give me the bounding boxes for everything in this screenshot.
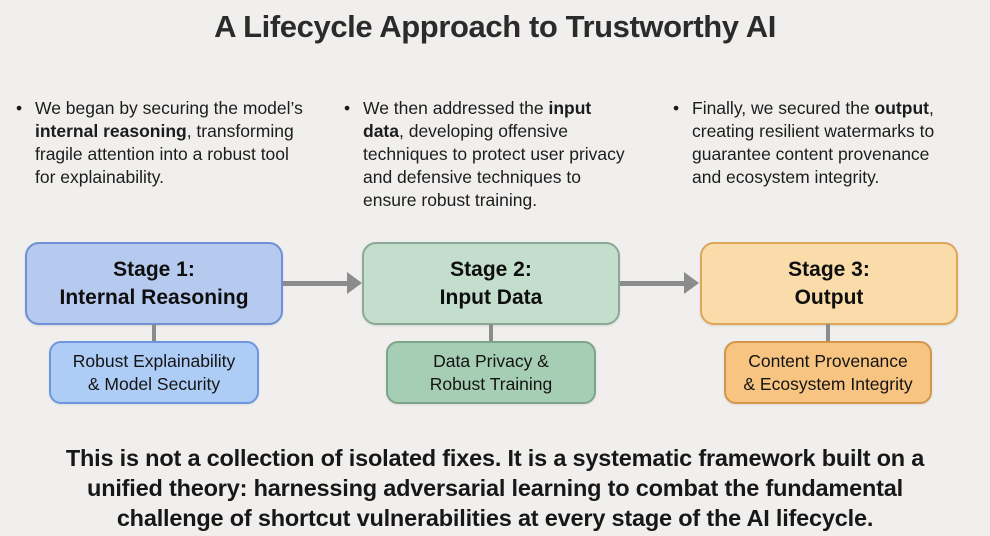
bullet-icon: • bbox=[16, 98, 23, 118]
stage2-box: Stage 2: Input Data bbox=[362, 242, 620, 325]
arrow-right-icon bbox=[684, 272, 699, 294]
bullet-text: Finally, we secured the output, creating… bbox=[692, 98, 935, 187]
stage1-sub-label-line1: Robust Explainability bbox=[72, 351, 236, 372]
stage1-label-line2: Internal Reasoning bbox=[59, 285, 249, 309]
connector-stage1 bbox=[152, 324, 156, 342]
stage2-sub-label-line2: Robust Training bbox=[429, 373, 553, 394]
stage3-sub-label-line1: Content Provenance bbox=[748, 351, 908, 372]
footer-line: challenge of shortcut vulnerabilities at… bbox=[116, 504, 874, 531]
footer-statement: This is not a collection of isolated fix… bbox=[0, 444, 990, 534]
bullet-item-input-data: • We then addressed the input data, deve… bbox=[344, 97, 636, 212]
stage3-sub-box: Content Provenance & Ecosystem Integrity bbox=[724, 341, 932, 404]
stage3-box: Stage 3: Output bbox=[700, 242, 958, 325]
footer-line: This is not a collection of isolated fix… bbox=[65, 445, 925, 471]
bullet-icon: • bbox=[344, 98, 351, 118]
stage1-box: Stage 1: Internal Reasoning bbox=[25, 242, 283, 325]
bullet-item-output: • Finally, we secured the output, creati… bbox=[673, 97, 951, 189]
bullet-icon: • bbox=[673, 98, 680, 118]
stage2-sub-label-line1: Data Privacy & bbox=[433, 351, 549, 372]
stage2-label-line2: Input Data bbox=[439, 285, 543, 309]
page-title: A Lifecycle Approach to Trustworthy AI bbox=[214, 9, 776, 44]
bullet-text: We began by securing the model’s interna… bbox=[35, 98, 303, 187]
bullet-item-internal-reasoning: • We began by securing the model’s inter… bbox=[16, 97, 303, 189]
footer-line: unified theory: harnessing adversarial l… bbox=[87, 474, 903, 501]
connector-stage2 bbox=[489, 324, 493, 342]
arrow-right-icon bbox=[347, 272, 362, 294]
stage1-sub-box: Robust Explainability & Model Security bbox=[49, 341, 259, 404]
stage1-sub-label-line2: & Model Security bbox=[87, 373, 221, 394]
arrow-stage2-to-stage3-line bbox=[620, 281, 684, 286]
stage3-label-line2: Output bbox=[794, 285, 864, 309]
arrow-stage1-to-stage2-line bbox=[283, 281, 347, 286]
stage3-label-line1: Stage 3: bbox=[788, 258, 870, 282]
stage3-sub-label-line2: & Ecosystem Integrity bbox=[743, 373, 913, 394]
stage1-label-line1: Stage 1: bbox=[113, 258, 195, 282]
connector-stage3 bbox=[826, 324, 830, 342]
stage2-label-line1: Stage 2: bbox=[450, 258, 532, 282]
stage2-sub-box: Data Privacy & Robust Training bbox=[386, 341, 596, 404]
bullet-text: We then addressed the input data, develo… bbox=[363, 98, 625, 210]
